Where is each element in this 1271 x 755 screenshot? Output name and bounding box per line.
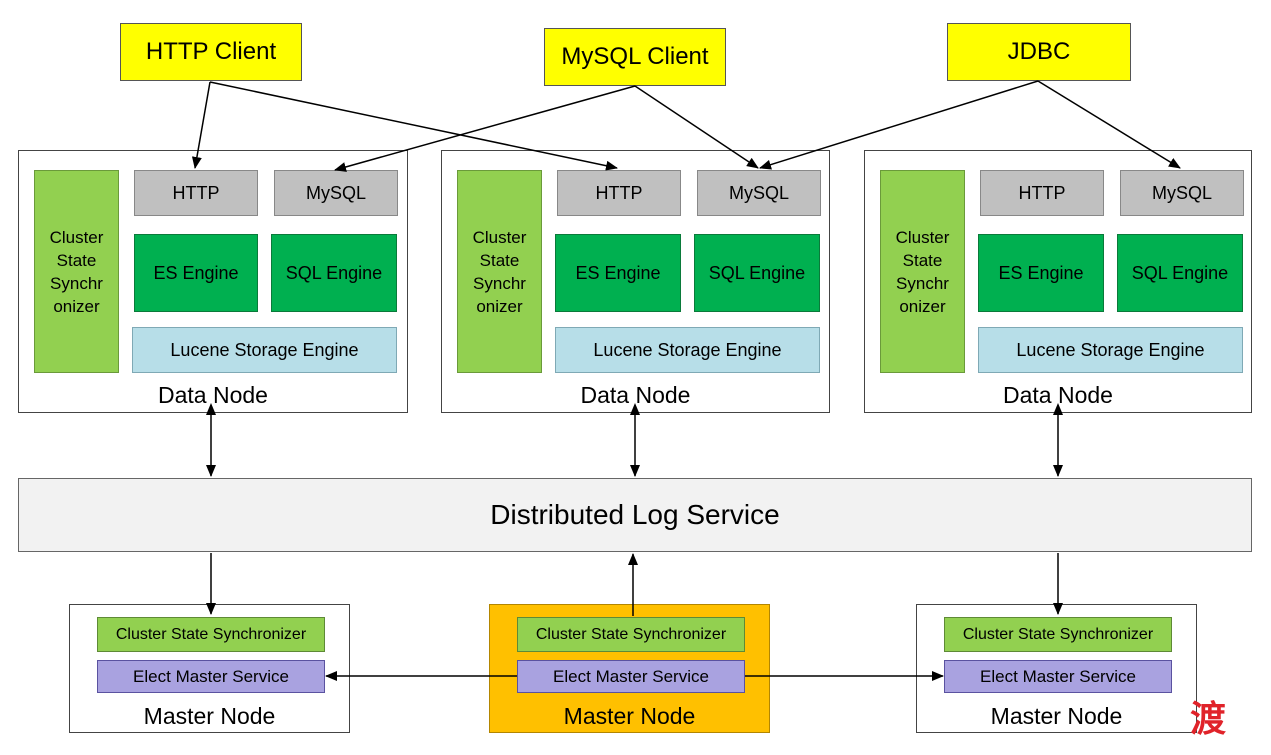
http-module-label: HTTP [172,182,220,203]
elect-label: Elect Master Service [553,666,709,686]
http-module-label: HTTP [1018,182,1066,203]
http-module: HTTP [134,170,258,216]
cluster-state-synchronizer: Cluster State Synchronizer [517,617,745,652]
sql-engine-label: SQL Engine [708,262,806,283]
cluster-state-synchronizer: Cluster State Synchr onizer [34,170,119,373]
synchronizer-label: Cluster State Synchronizer [962,625,1154,643]
data-node-3: Cluster State Synchr onizer HTTP MySQL E… [864,150,1252,413]
http-module-label: HTTP [595,182,643,203]
data-node-2: Cluster State Synchr onizer HTTP MySQL E… [441,150,830,413]
distributed-log-service: Distributed Log Service [18,478,1252,552]
mysql-module: MySQL [697,170,821,216]
master-node-active: Cluster State Synchronizer Elect Master … [489,604,770,733]
http-client-label: HTTP Client [145,38,277,65]
lucene-label: Lucene Storage Engine [170,339,359,360]
sql-engine-label: SQL Engine [1131,262,1229,283]
lucene-label: Lucene Storage Engine [1016,339,1205,360]
log-service-label: Distributed Log Service [490,499,780,530]
mysql-client-label: MySQL Client [561,43,709,70]
master-node-right: Cluster State Synchronizer Elect Master … [916,604,1197,733]
mysql-module: MySQL [1120,170,1244,216]
mysql-client-box: MySQL Client [544,28,726,86]
master-node-label: Master Node [563,702,696,729]
http-module: HTTP [980,170,1104,216]
jdbc-client-label: JDBC [1007,38,1071,65]
mysql-module: MySQL [274,170,398,216]
arrow-mysqlclient-node1 [334,85,636,172]
es-engine-label: ES Engine [575,262,661,283]
master-node-label: Master Node [143,702,276,729]
es-engine: ES Engine [134,234,258,312]
mysql-module-label: MySQL [1151,182,1212,203]
lucene-storage-engine: Lucene Storage Engine [555,327,820,373]
sql-engine: SQL Engine [694,234,820,312]
elect-master-service: Elect Master Service [944,660,1172,693]
arrow-httpclient-node2 [209,81,618,171]
synchronizer-label: Cluster State Synchr onizer [49,227,104,316]
arrow-jdbc-node3 [1037,80,1181,169]
synchronizer-label: Cluster State Synchr onizer [895,227,950,316]
mysql-module-label: MySQL [305,182,366,203]
synchronizer-label: Cluster State Synchronizer [115,625,307,643]
http-module: HTTP [557,170,681,216]
lucene-storage-engine: Lucene Storage Engine [978,327,1243,373]
jdbc-client-box: JDBC [947,23,1131,81]
arrow-httpclient-node1 [191,81,211,169]
elect-master-service: Elect Master Service [517,660,745,693]
es-engine-label: ES Engine [998,262,1084,283]
cluster-state-synchronizer: Cluster State Synchronizer [944,617,1172,652]
elect-master-service: Elect Master Service [97,660,325,693]
lucene-storage-engine: Lucene Storage Engine [132,327,397,373]
es-engine: ES Engine [555,234,681,312]
mysql-module-label: MySQL [728,182,789,203]
elect-label: Elect Master Service [133,666,289,686]
elect-label: Elect Master Service [980,666,1136,686]
master-node-label: Master Node [990,702,1123,729]
arrow-jdbc-node2 [759,80,1039,170]
sql-engine: SQL Engine [271,234,397,312]
cluster-state-synchronizer: Cluster State Synchronizer [97,617,325,652]
es-engine: ES Engine [978,234,1104,312]
cluster-state-synchronizer: Cluster State Synchr onizer [880,170,965,373]
http-client-box: HTTP Client [120,23,302,81]
arrow-mysqlclient-node2 [634,85,759,169]
cluster-state-synchronizer: Cluster State Synchr onizer [457,170,542,373]
synchronizer-label: Cluster State Synchr onizer [472,227,527,316]
sql-engine-label: SQL Engine [285,262,383,283]
es-engine-label: ES Engine [153,262,239,283]
sql-engine: SQL Engine [1117,234,1243,312]
synchronizer-label: Cluster State Synchronizer [535,625,727,643]
watermark-logo: 渡 [1190,698,1227,739]
lucene-label: Lucene Storage Engine [593,339,782,360]
data-node-1: Cluster State Synchr onizer HTTP MySQL E… [18,150,408,413]
